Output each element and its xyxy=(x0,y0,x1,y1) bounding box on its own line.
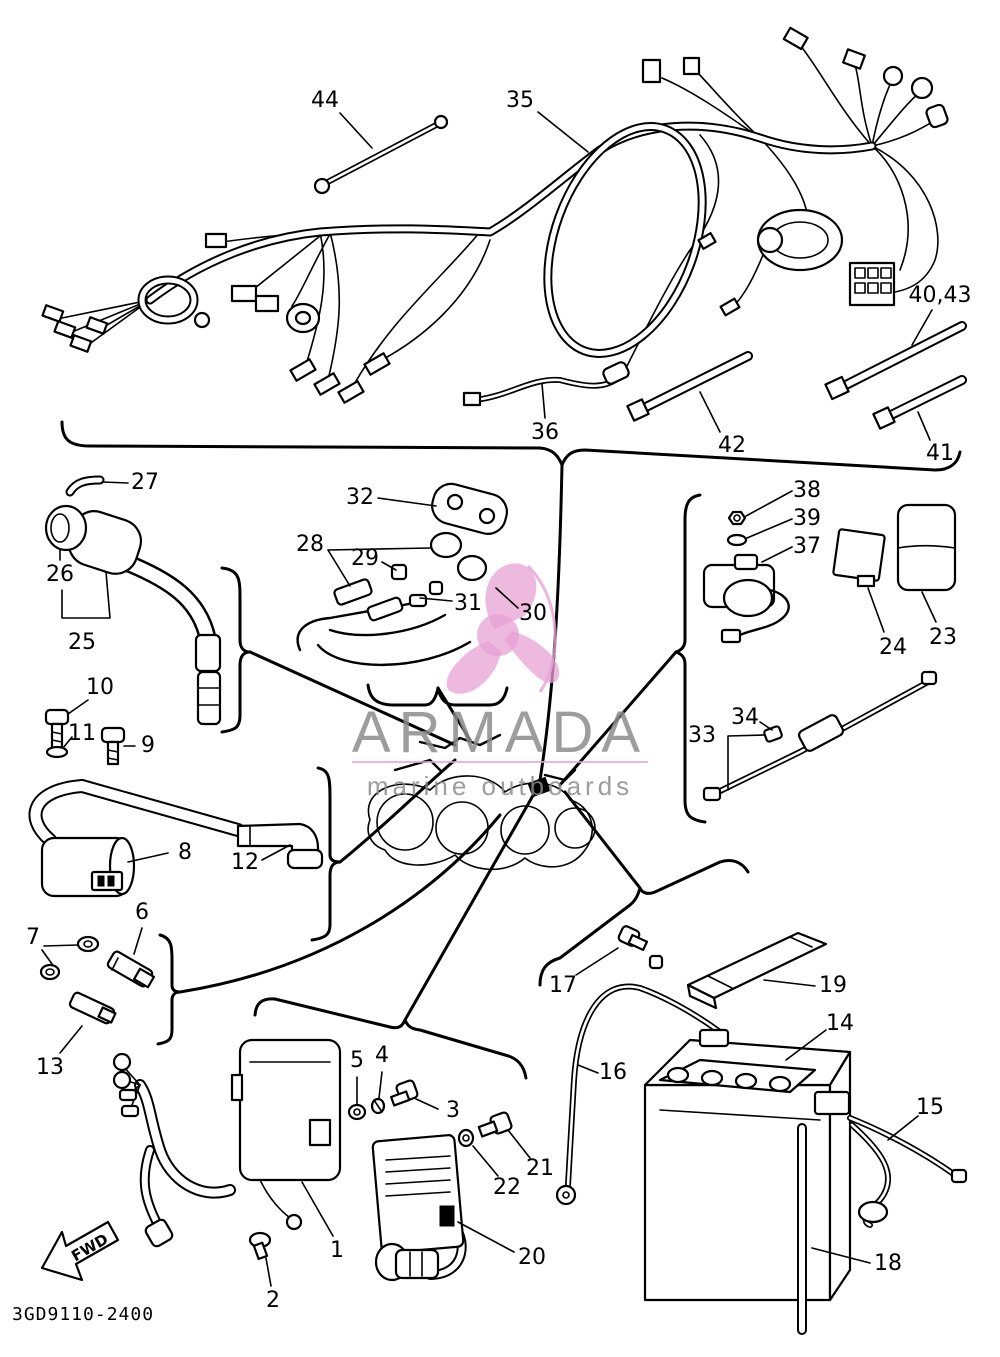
part-14-battery xyxy=(643,1028,852,1302)
callout-39: 39 xyxy=(793,506,821,531)
callout-37: 37 xyxy=(793,534,821,559)
callout-21: 21 xyxy=(526,1156,554,1181)
part-21-bolt xyxy=(477,1111,513,1138)
part-2-screw xyxy=(248,1231,272,1261)
part-38-nut xyxy=(727,510,747,526)
part-13-sensor xyxy=(68,991,117,1025)
callout-41: 41 xyxy=(926,441,954,466)
callout-10: 10 xyxy=(86,675,114,700)
callout-2: 2 xyxy=(266,1288,280,1313)
callout-17: 17 xyxy=(549,973,577,998)
part-11-washer xyxy=(45,745,69,759)
callout-25: 25 xyxy=(68,630,96,655)
callout-5: 5 xyxy=(350,1048,364,1073)
callout-23: 23 xyxy=(929,625,957,650)
part-36-lead-wire xyxy=(462,361,630,407)
callout-7: 7 xyxy=(26,925,40,950)
callout-34: 34 xyxy=(731,705,759,730)
callout-24: 24 xyxy=(879,635,907,660)
part-15-breather-hose xyxy=(847,1115,968,1228)
callout-18: 18 xyxy=(874,1251,902,1276)
part-8-ignition-coil xyxy=(28,778,245,898)
part-12-plug-cap xyxy=(236,822,324,870)
callout-3: 3 xyxy=(446,1098,460,1123)
callout-14: 14 xyxy=(826,1011,854,1036)
part-40-43-cable-tie xyxy=(824,321,967,401)
part-19-battery-strap xyxy=(686,931,828,1010)
fwd-arrow-icon: FWD xyxy=(40,1220,120,1282)
engine-outline xyxy=(367,733,596,871)
part-27-tube xyxy=(65,475,105,497)
part-42-cable-tie xyxy=(626,351,753,422)
callout-38: 38 xyxy=(793,478,821,503)
part-32-gasket xyxy=(431,482,508,535)
callout-32: 32 xyxy=(346,485,374,510)
callout-6: 6 xyxy=(135,900,149,925)
part-5-washer xyxy=(347,1103,367,1121)
callout-27: 27 xyxy=(131,470,159,495)
callout-33: 33 xyxy=(688,723,716,748)
callout-35: 35 xyxy=(506,88,534,113)
part-17-bolt xyxy=(617,925,664,970)
part-34-plug xyxy=(763,725,783,743)
callout-1: 1 xyxy=(330,1238,344,1263)
callout-19: 19 xyxy=(819,973,847,998)
callout-9: 9 xyxy=(141,733,155,758)
part-25-plug-cap xyxy=(44,504,222,726)
part-39-washer xyxy=(726,533,748,547)
part-28-31-connectors xyxy=(296,531,488,667)
callout-42: 42 xyxy=(718,433,746,458)
callout-12: 12 xyxy=(231,850,259,875)
callout-13: 13 xyxy=(36,1055,64,1080)
callout-30: 30 xyxy=(519,601,547,626)
part-33-switch-lead xyxy=(702,670,938,802)
part-23-cover xyxy=(896,503,957,592)
callout-20: 20 xyxy=(518,1245,546,1270)
callout-15: 15 xyxy=(916,1095,944,1120)
callout-28: 28 xyxy=(296,532,324,557)
part-10-bolt xyxy=(44,708,70,750)
callout-36: 36 xyxy=(531,420,559,445)
part-3-bolt xyxy=(390,1079,419,1107)
part-6-sensor xyxy=(106,950,156,989)
callout-29: 29 xyxy=(351,546,379,571)
part-44-ground-lead xyxy=(313,114,449,195)
callout-22: 22 xyxy=(493,1175,521,1200)
callout-4: 4 xyxy=(375,1043,389,1068)
callout-40-43: 40,43 xyxy=(909,283,972,308)
part-16-battery-lead xyxy=(555,983,723,1206)
watermark-brand: ARMADA xyxy=(352,700,648,765)
watermark-tagline: marine outboards xyxy=(367,771,633,801)
leader-lines xyxy=(41,111,937,1287)
callout-44: 44 xyxy=(311,88,339,113)
callout-11: 11 xyxy=(68,721,96,746)
part-37-starter-relay xyxy=(702,553,790,644)
callout-31: 31 xyxy=(454,591,482,616)
part-35-wire-harness xyxy=(41,26,949,404)
callout-labels: 44 35 40,43 36 42 41 27 32 38 39 37 28 2… xyxy=(26,88,971,1313)
part-20-regulator xyxy=(371,1134,467,1282)
callout-26: 26 xyxy=(46,562,74,587)
part-24-relay xyxy=(832,528,886,588)
callout-8: 8 xyxy=(178,840,192,865)
part-9-bolt xyxy=(100,726,126,766)
callout-16: 16 xyxy=(599,1060,627,1085)
part-7-washer xyxy=(39,935,100,981)
watermark-logo xyxy=(446,563,559,694)
part-41-cable-tie xyxy=(872,375,967,430)
part-22-washer xyxy=(457,1128,475,1148)
part-4-lock-washer xyxy=(370,1097,386,1115)
part-1-cdi-unit xyxy=(112,1038,342,1248)
diagram-part-code: 3GD9110-2400 xyxy=(12,1304,154,1325)
